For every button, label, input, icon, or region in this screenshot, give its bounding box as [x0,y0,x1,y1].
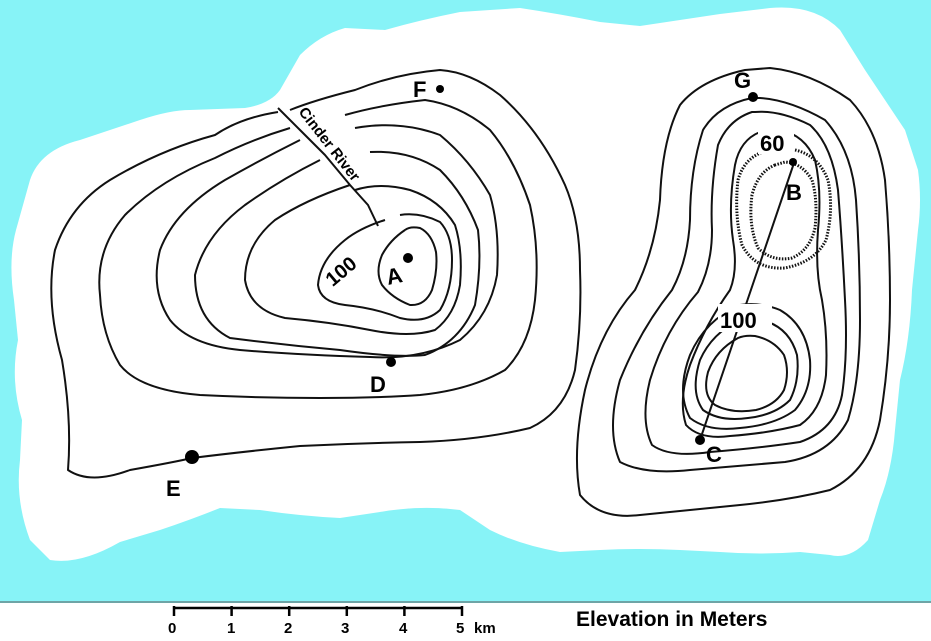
point-a-label: A [384,262,405,290]
contour-right-1 [575,67,891,517]
scale-bar: 0 1 2 3 4 5 km [168,606,496,637]
point-e-label: E [166,476,181,501]
scale-tick-2: 2 [284,620,292,637]
contour-right-5 [682,303,812,430]
contour-left-4 [194,150,481,357]
point-g-marker [748,92,758,102]
point-b-marker [789,158,797,166]
contour-left-1 [50,69,582,479]
point-e-marker [185,450,199,464]
point-d-marker [386,357,396,367]
scale-tick-1: 1 [227,620,235,637]
point-c-label: C [706,442,722,467]
contour-right-4 [681,128,828,438]
depression-contour-inner-60m [749,160,818,261]
contour-right-7 [705,334,788,413]
point-a-marker [403,253,413,263]
footer-strip [0,603,931,641]
cinder-river [277,107,379,227]
point-c-marker [695,435,705,445]
scale-tick-0: 0 [168,620,176,637]
contour-left-5 [244,184,462,335]
scale-unit: km [474,620,496,637]
contour-right-3 [644,110,847,455]
profile-line-b-c [699,159,796,441]
point-b-label: B [786,180,802,205]
scale-tick-3: 3 [341,620,349,637]
contour-label-bg-60 [758,128,794,154]
point-g-label: G [734,68,751,93]
contour-label-bg-100 [718,304,772,332]
contour-label-right-60: 60 [760,131,784,156]
point-f-marker [436,85,444,93]
legend-elevation-units: Elevation in Meters [576,608,767,631]
contour-left-2 [98,99,538,399]
point-f-label: F [413,77,426,102]
contour-left-6-100m [317,213,453,321]
scale-tick-4: 4 [399,620,408,637]
contour-label-right-100: 100 [720,308,757,333]
point-d-label: D [370,372,386,397]
contour-left-7 [377,226,438,307]
scale-tick-5: 5 [456,620,464,637]
contour-left-3 [155,124,499,359]
contour-right-2 [612,97,861,473]
